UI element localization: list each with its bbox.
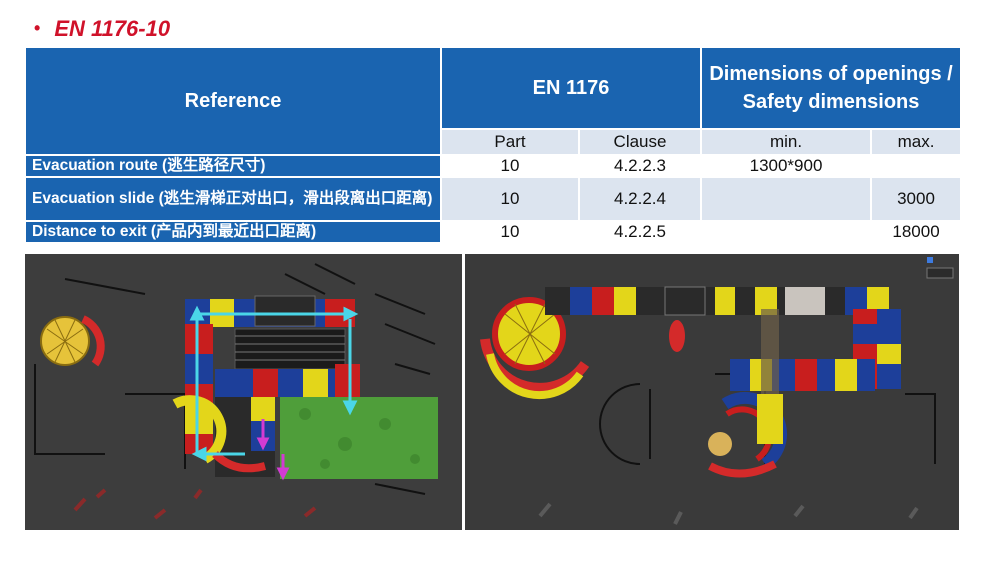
part-cell: 10 [440, 176, 580, 222]
clause-cell: 4.2.2.5 [577, 220, 703, 244]
min-subheader: min. [700, 128, 873, 156]
max-cell [870, 154, 963, 178]
reference-header: Reference [24, 46, 442, 156]
part-subheader: Part [440, 128, 580, 156]
table-row: Distance to exit (产品内到最近出口距离) 10 4.2.2.5… [24, 220, 963, 244]
min-cell: 1300*900 [700, 154, 873, 178]
row-label: Evacuation route (逃生路径尺寸) [24, 154, 442, 178]
part-cell: 10 [440, 154, 580, 178]
clause-subheader: Clause [577, 128, 703, 156]
row-label: Evacuation slide (逃生滑梯正对出口，滑出段离出口距离) [24, 176, 442, 222]
row-label: Distance to exit (产品内到最近出口距离) [24, 220, 442, 244]
max-cell: 3000 [870, 176, 963, 222]
table-row: Evacuation slide (逃生滑梯正对出口，滑出段离出口距离) 10 … [24, 176, 963, 222]
part-cell: 10 [440, 220, 580, 244]
requirements-table: Reference EN 1176 Dimensions of openings… [24, 46, 963, 244]
max-cell: 18000 [870, 220, 963, 244]
clause-cell: 4.2.2.4 [577, 176, 703, 222]
top-view-render [25, 254, 462, 530]
max-subheader: max. [870, 128, 963, 156]
slide-title: • EN 1176-10 [34, 16, 170, 42]
min-cell [700, 220, 873, 244]
bullet: • [34, 18, 41, 38]
standard-header: EN 1176 [439, 46, 703, 130]
min-cell [700, 176, 873, 222]
window-button[interactable] [926, 267, 954, 279]
dimensions-header: Dimensions of openings / Safety dimensio… [700, 46, 963, 130]
title-text: EN 1176-10 [54, 16, 171, 41]
table-row: Evacuation route (逃生路径尺寸) 10 4.2.2.3 130… [24, 154, 963, 178]
clause-cell: 4.2.2.3 [577, 154, 703, 178]
perspective-render [465, 254, 959, 530]
